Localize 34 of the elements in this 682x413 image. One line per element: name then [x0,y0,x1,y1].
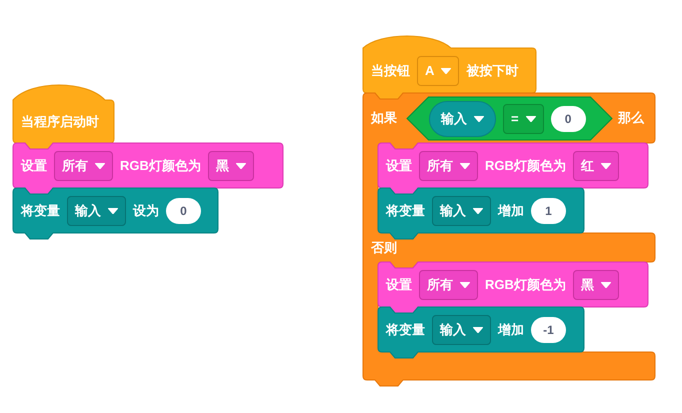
block-label: 当程序启动时 [21,114,99,130]
block-label: 设为 [133,202,159,218]
command-block [13,188,218,239]
block-label: 那么 [618,110,644,126]
dropdown-menu: 黑 [208,150,254,180]
command-block [378,262,648,313]
block-label: 将变量 [21,202,60,218]
block-label: 将变量 [386,202,425,218]
block-label: RGB灯颜色为 [485,158,566,174]
dropdown-menu: = [503,104,544,134]
block-label: 增加 [498,322,524,338]
block-label: 增加 [498,202,524,218]
block-label: 否则 [371,240,397,256]
command-block [13,143,283,194]
dropdown-menu: 输入 [67,196,126,226]
dropdown-menu: 所有 [419,270,478,300]
block-label: 如果 [371,110,397,126]
dropdown-menu: A [417,56,460,86]
command-block [378,143,648,194]
block-label: 设置 [386,158,412,174]
dropdown-menu: 输入 [432,314,491,344]
dropdown-menu: 黑 [572,270,619,300]
dropdown-menu: 所有 [54,150,113,180]
if-else-block [363,93,655,386]
block-label: 设置 [21,158,47,174]
dropdown-menu: 红 [572,150,619,180]
block-label: RGB灯颜色为 [120,158,201,174]
block-label: RGB灯颜色为 [485,276,566,292]
block-label: 将变量 [386,322,425,338]
dropdown-menu: 所有 [419,150,478,180]
block-label: 当按钮 [371,62,410,78]
block-label: 设置 [386,276,412,292]
block-label: 被按下时 [466,62,518,78]
dropdown-menu: 输入 [432,196,491,226]
